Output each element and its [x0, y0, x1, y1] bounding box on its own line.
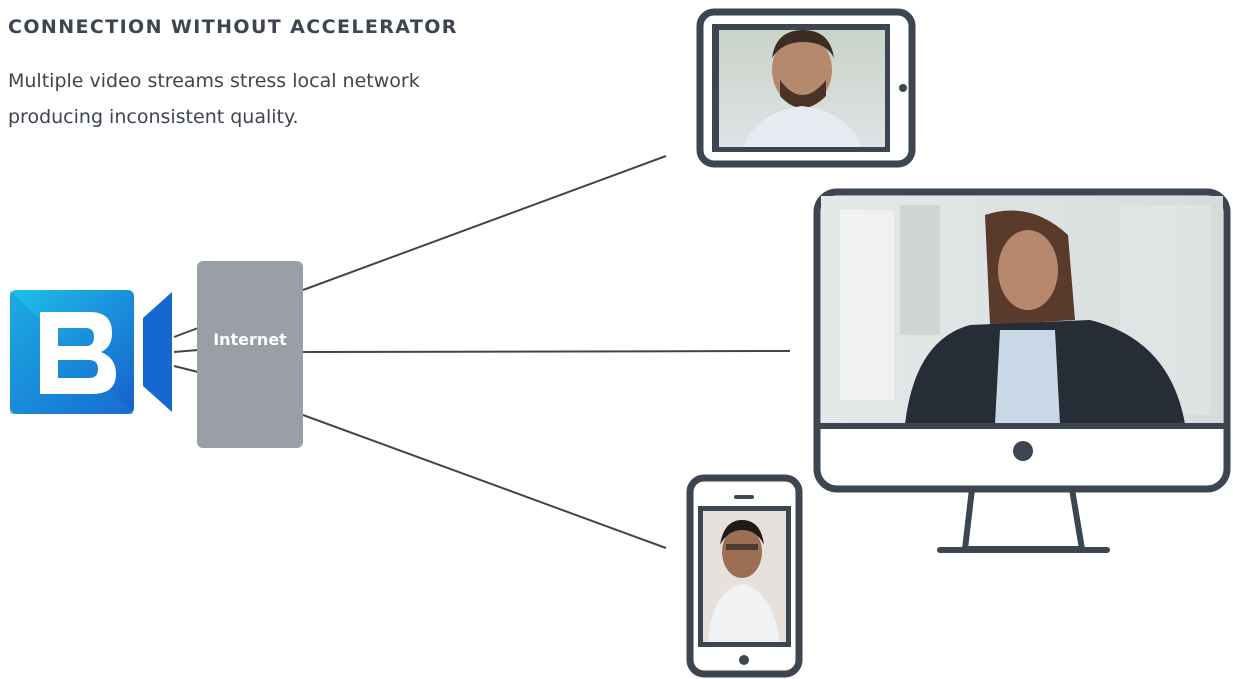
page-description: Multiple video streams stress local netw…: [8, 63, 528, 135]
internet-to-phone-line: [302, 414, 667, 549]
internet-to-monitor-line: [302, 350, 791, 353]
tablet-icon: [696, 8, 916, 168]
monitor-icon: [813, 188, 1231, 553]
logo-to-internet-line-1: [173, 327, 199, 338]
bluejeans-logo-icon: [10, 290, 172, 414]
connection-lines: [173, 155, 791, 549]
description-line-1: Multiple video streams stress local netw…: [8, 70, 420, 92]
internet-label: Internet: [213, 330, 287, 349]
logo-to-internet-line-3: [173, 365, 199, 373]
internet-to-tablet-line: [302, 155, 667, 291]
description-line-2: producing inconsistent quality.: [8, 106, 299, 128]
internet-box: [197, 261, 303, 448]
logo-to-internet-line-2: [173, 349, 199, 353]
page-title: CONNECTION WITHOUT ACCELERATOR: [8, 16, 458, 38]
phone-icon: [686, 474, 803, 678]
